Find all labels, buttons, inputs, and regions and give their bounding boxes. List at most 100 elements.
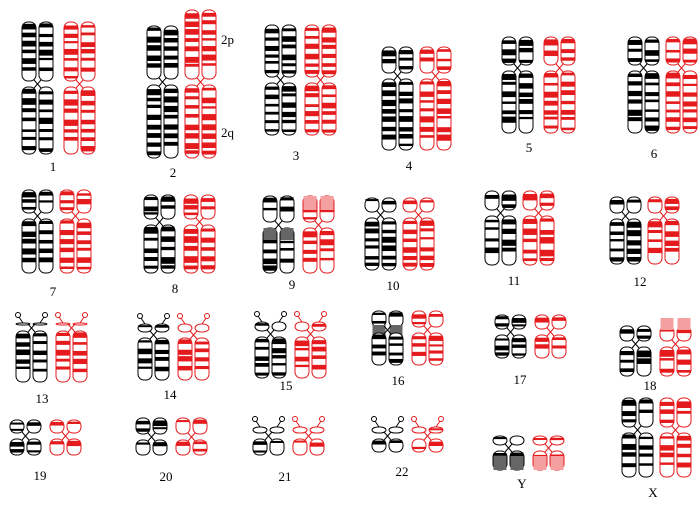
chromosome-12-black-centromere (621, 211, 630, 221)
chromosome-20-black-q-arm-1-band-0 (136, 442, 150, 445)
chromosome-14-black-q-arm-2-band-1 (155, 349, 169, 355)
chromosome-8-red-p-arm-2 (200, 194, 216, 220)
chromosome-13-black-q-arm-1-outline (15, 330, 31, 383)
chromosome-6-red-q-arm-2-band-1 (683, 83, 697, 87)
chromosome-Y-red-q-arm-1-special-band (533, 456, 547, 470)
chromosome-11-black (484, 190, 517, 266)
chromosome-15-red-centromere (306, 329, 315, 339)
chromosome-1-black-p-arm-2-band-4 (39, 57, 53, 61)
chromosome-14-red-q-arm-2 (194, 337, 210, 381)
chromosome-10-red-q-arm-2-band-2 (420, 237, 434, 240)
chromosome-label-11: 11 (508, 273, 521, 288)
chromosome-9-black-q-arm-2-band-3 (280, 258, 294, 263)
chromosome-2-red-p-arm-2-band-2 (202, 30, 216, 35)
chromosome-19-black-centromere (21, 431, 30, 441)
chromosome-15-red-q-arm-2 (311, 336, 327, 379)
chromosome-13-black-p-arm-1-outline (15, 322, 31, 326)
chromosome-22-red-p-arm-2-band-0 (429, 428, 443, 431)
chromosome-14-black-q-arm-2-band-2 (155, 356, 169, 361)
chromosome-21-red-q-arm-1 (292, 438, 308, 456)
chromosome-1-red-p-arm-1-band-4 (64, 58, 78, 61)
chromosome-8-black-q-arm-1-band-0 (144, 227, 158, 234)
chromosome-22-black-q-arm-2-band-0 (389, 440, 403, 443)
chromosome-13-black-q-arm-1-band-1 (16, 342, 30, 347)
chromosome-12-black-q-arm-1-outline (609, 218, 625, 265)
chromosome-4-red-q-arm-2-band-1 (437, 90, 451, 95)
chromosome-2-black-q-arm-2-outline (163, 84, 179, 159)
chromosome-19-black-p-arm-1 (9, 419, 25, 434)
chromosome-8-black-p-arm-2-band-1 (161, 205, 175, 209)
chromosome-6-red-q-arm-2-band-5 (683, 117, 697, 123)
chromosome-4-red (419, 46, 452, 151)
chromosome-4-red-q-arm-1-band-3 (420, 108, 434, 112)
chromosome-9-black (262, 195, 295, 274)
chromosome-2-black-p-arm-2-band-0 (164, 29, 178, 36)
chromosome-10-red-q-arm-1 (402, 217, 418, 271)
chromosome-Y-black-q-arm-1-special-band (493, 456, 507, 470)
chromosome-21-black-stalk-1 (255, 420, 261, 428)
chromosome-11-red-p-arm-2 (539, 190, 555, 211)
chromosome-X-black-p-arm-2-band-0 (639, 399, 653, 404)
chromosome-10-red-q-arm-2 (419, 217, 435, 271)
chromosome-16-red-q-arm-2-band-3 (429, 358, 443, 361)
chromosome-21-black (252, 416, 285, 456)
chromosome-16-black-q-arm-1-band-0 (372, 334, 386, 340)
chromosome-4-red-q-arm-2-band-2 (437, 98, 451, 105)
chromosome-7-red-q-arm-2-band-0 (77, 222, 91, 229)
chromosome-2-red-q-arm-2 (201, 84, 217, 159)
chromosome-17-black-p-arm-2-band-1 (512, 324, 526, 327)
chromosome-6-red-q-arm-1-band-1 (666, 82, 680, 87)
chromosome-11-red-q-arm-1-band-2 (523, 238, 537, 243)
chromosome-7-red-q-arm-2-band-4 (77, 257, 91, 263)
chromosome-1-red-q-arm-1-band-3 (64, 119, 78, 126)
chromosome-5-black-p-arm-2-band-1 (519, 47, 533, 53)
chromosome-8-red-centromere (195, 217, 204, 227)
chromosome-19-red-p-arm-2 (66, 419, 82, 434)
chromosome-label-2: 2 (170, 165, 177, 180)
chromosome-19-black (9, 419, 42, 456)
chromosome-2-red-q-arm-1-outline (184, 84, 200, 159)
chromosome-6-red-q-arm-2 (682, 70, 698, 134)
chromosome-22-red-stalk-2 (435, 420, 441, 428)
chromosome-X-red-p-arm-1 (659, 397, 675, 428)
chromosome-14-black-centromere (149, 330, 158, 340)
chromosome-2-black-p-arm-1-band-2 (147, 45, 161, 51)
chromosome-17-black-p-arm-2 (511, 314, 527, 330)
chromosome-3-black-q-arm-2-band-1 (282, 93, 296, 97)
chromosome-7-black-p-arm-1-band-2 (22, 206, 36, 210)
chromosome-8-black-q-arm-2-band-0 (161, 226, 175, 232)
chromosome-4-red-p-arm-2-band-1 (437, 58, 451, 62)
chromosome-X-red-centromere (671, 425, 680, 435)
chromosome-15-black-centromere (266, 329, 275, 339)
chromosome-3-red-p-arm-1-outline (304, 24, 320, 78)
chromosome-12-black-p-arm-1-outline (609, 196, 625, 214)
chromosome-4-black-p-arm-2 (398, 46, 414, 74)
chromosome-13-black-q-arm-1 (15, 330, 31, 383)
chromosome-7-black-q-arm-2-band-0 (39, 220, 53, 224)
chromosome-15-red-q-arm-1-band-0 (295, 340, 309, 347)
chromosome-6-red-q-arm-1-band-5 (666, 117, 680, 122)
chromosome-5-red-q-arm-2-band-5 (561, 116, 575, 120)
chromosome-22-black (371, 416, 404, 453)
chromosome-5-red-p-arm-2-band-0 (561, 38, 575, 44)
chromosome-20-black (135, 417, 168, 456)
chromosome-5-black-q-arm-2-band-4 (519, 110, 533, 115)
chromosome-8-red-q-arm-1-band-3 (184, 256, 198, 263)
chromosome-Y-black-q-arm-1 (492, 450, 508, 471)
chromosome-1-red-centromere (75, 79, 84, 89)
chromosome-4-red-q-arm-1-band-1 (420, 91, 434, 97)
chromosome-6-red-q-arm-1-band-2 (666, 91, 680, 97)
chromosome-4-black-q-arm-1-band-4 (382, 116, 396, 122)
chromosome-12-red (647, 196, 680, 265)
chromosome-3-red (304, 24, 337, 136)
chromosome-12-black-p-arm-2-band-0 (627, 199, 641, 203)
chromosome-16-red-q-arm-1-band-0 (412, 336, 426, 340)
chromosome-3-red-p-arm-2-band-5 (322, 70, 336, 75)
chromosome-10-red-p-arm-1 (402, 197, 418, 213)
chromosome-12-black-q-arm-2 (626, 218, 642, 265)
chromosome-4-black-q-arm-1-band-3 (382, 109, 396, 114)
chromosome-20-red-centromere (187, 432, 196, 442)
chromosome-7-red-q-arm-1 (59, 218, 75, 274)
chromosome-1-black-p-arm-2 (38, 21, 54, 82)
chromosome-5-black-q-arm-2 (518, 70, 534, 134)
